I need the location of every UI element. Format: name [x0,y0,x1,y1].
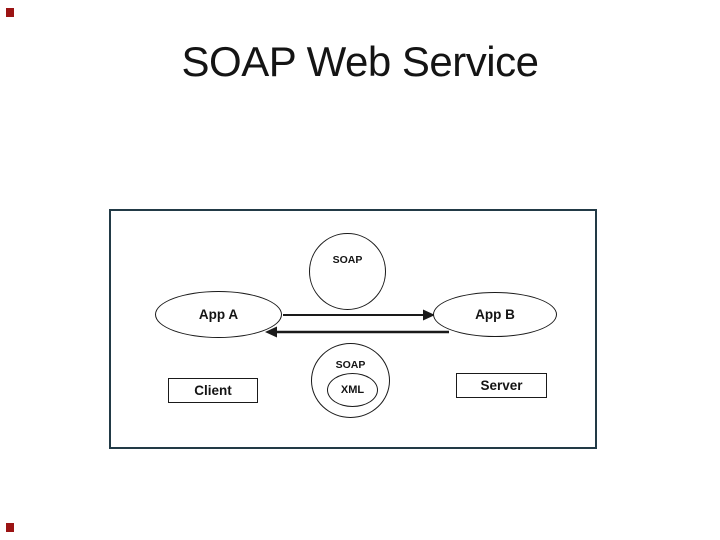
node-server-box: Server [456,373,547,398]
node-soap-top-label: SOAP [332,254,363,266]
node-server-label: Server [480,378,523,393]
node-xml-label: XML [340,384,365,396]
node-soap-bottom-ellipse: SOAP [311,343,390,418]
node-app-b-label: App B [475,307,515,322]
slide-title: SOAP Web Service [181,38,539,85]
red-corner-marker-top-left [6,8,14,17]
node-client-label: Client [194,383,232,398]
node-soap-top-circle: SOAP [309,233,386,310]
node-app-b-ellipse: App B [433,292,557,337]
node-app-a-ellipse: App A [155,291,282,338]
node-xml-ellipse: XML [327,373,378,407]
red-corner-marker-bottom-left [6,523,14,532]
node-app-a-label: App A [198,307,239,322]
node-soap-bottom-label: SOAP [335,359,366,371]
node-client-box: Client [168,378,258,403]
